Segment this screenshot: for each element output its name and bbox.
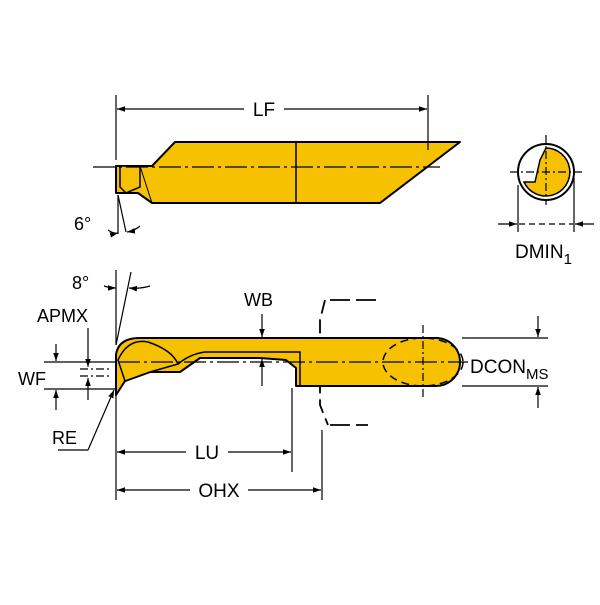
apmx-label: APMX: [37, 306, 88, 326]
dcon-label: DCONMS: [470, 357, 548, 383]
re-label: RE: [52, 428, 77, 448]
lf-label: LF: [253, 100, 275, 121]
dmin-label: DMIN1: [515, 242, 572, 268]
top-tool-body: [115, 141, 461, 204]
wf-label: WF: [18, 369, 46, 389]
end-view: DMIN1: [498, 135, 594, 268]
angle-8-label: 8°: [72, 273, 89, 293]
lu-label: LU: [195, 443, 219, 464]
top-tool-tip: [119, 165, 141, 194]
wb-label: WB: [244, 290, 273, 310]
ohx-label: OHX: [198, 481, 240, 502]
angle-6-label: 6°: [74, 214, 91, 234]
side-view: 8° APMX WF RE WB DCONMS: [18, 270, 578, 502]
top-view: LF 6°: [74, 95, 461, 238]
